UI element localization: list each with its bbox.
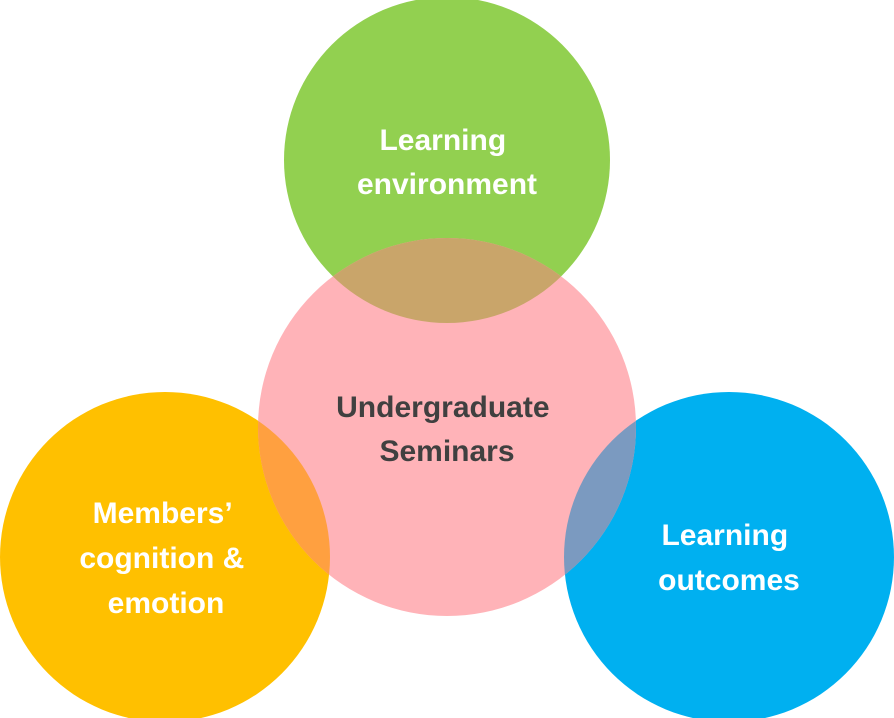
circle-learning-outcomes [564,392,894,718]
label-line: Members’ [93,497,232,530]
circle-undergraduate-seminars [258,238,636,616]
label-line: cognition & [79,542,244,575]
label-learning-outcomes: Learning outcomes [658,519,800,597]
label-line: Learning [661,519,788,552]
circle-learning-environment [284,0,610,323]
label-line: Seminars [379,435,514,468]
label-learning-environment: Learning environment [357,124,537,201]
label-line: environment [357,168,537,201]
label-line: emotion [108,587,225,620]
label-undergraduate-seminars: Undergraduate Seminars [336,391,558,468]
label-line: Undergraduate [336,391,549,424]
label-line: outcomes [658,564,800,597]
label-members-cognition-emotion: Members’ cognition & emotion [79,497,252,620]
circle-members-cognition [0,392,330,718]
label-line: Learning [379,124,506,157]
